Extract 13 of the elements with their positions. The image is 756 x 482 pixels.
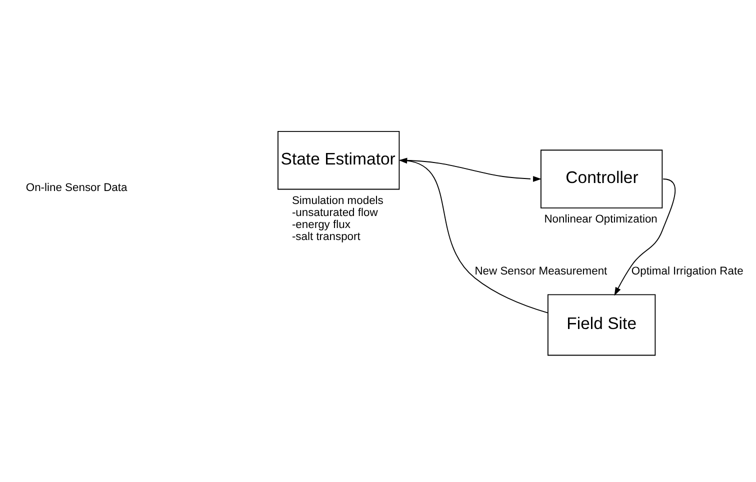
node-box: Controller: [540, 149, 663, 208]
node-box: State Estimator: [278, 130, 400, 190]
arrow: [398, 157, 548, 313]
arrow: [614, 178, 676, 296]
edge-label: New Sensor Measurement: [474, 265, 608, 278]
node-box: Field Site: [547, 294, 656, 356]
node-label: Simulation models: [292, 194, 384, 206]
edge-label: Optimal Irrigation Rate: [631, 265, 744, 278]
node-label: -salt transport: [292, 230, 360, 243]
node-label: -energy flux: [292, 218, 350, 231]
node-label: -unsaturated flow: [292, 206, 378, 218]
label: On-line Sensor Data: [26, 182, 128, 194]
node-label: Nonlinear Optimization: [544, 212, 658, 225]
